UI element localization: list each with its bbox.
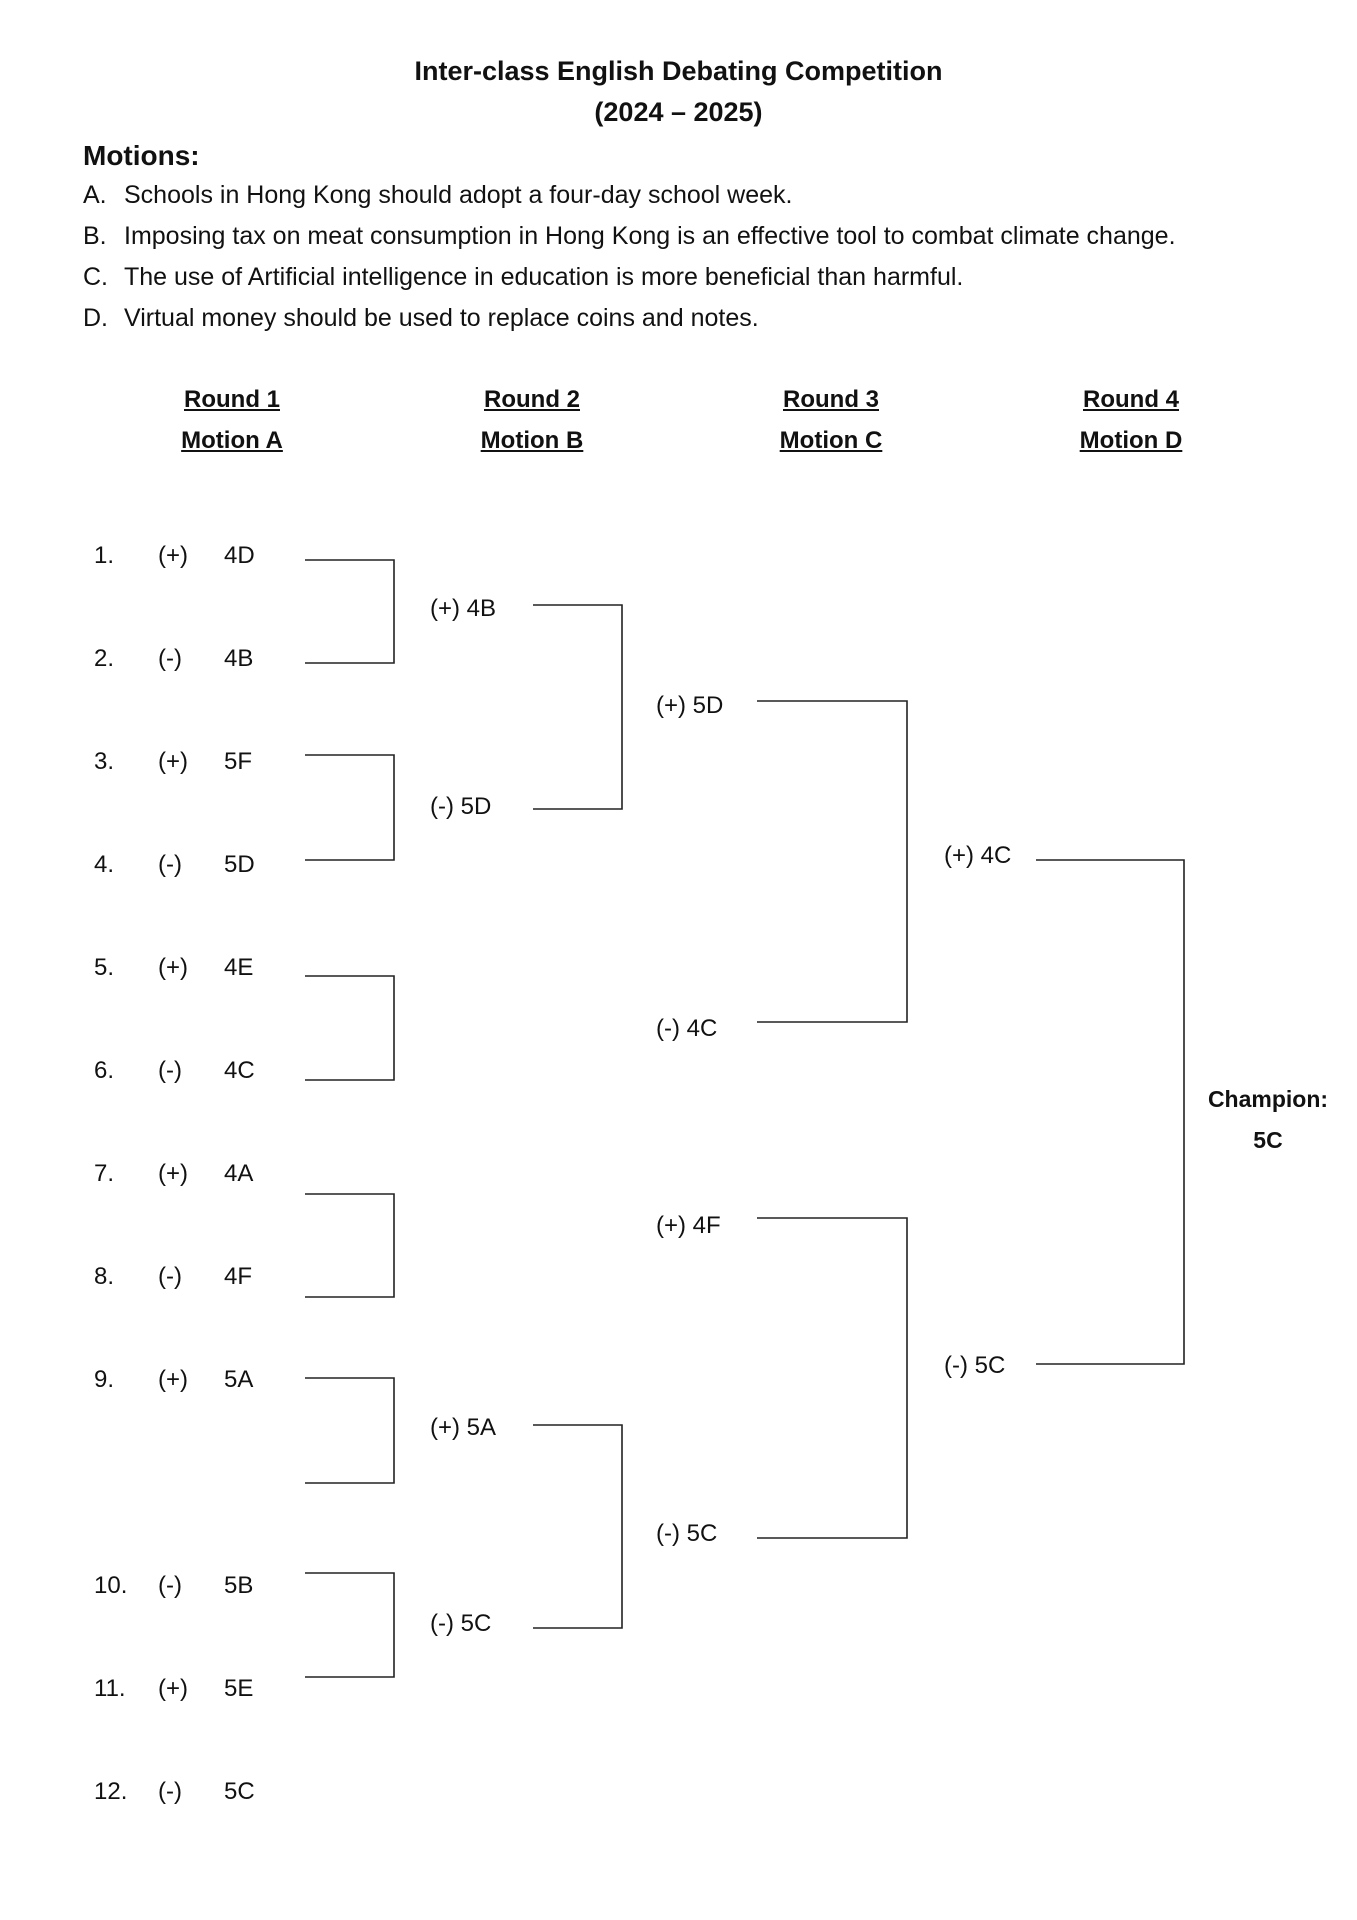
bracket-connector xyxy=(1036,859,1185,1365)
round3-slot-1: (+) 5D xyxy=(656,692,724,719)
entry-number: 5. xyxy=(94,954,115,981)
round2-slot-3: (+) 5A xyxy=(430,1414,497,1441)
round2-slot-1: (+) 4B xyxy=(430,595,497,622)
entry-number: 10. xyxy=(94,1572,128,1599)
entry-team: 5F xyxy=(224,748,253,775)
motion-text: Imposing tax on meat consumption in Hong… xyxy=(124,222,1176,250)
entry-team: 5E xyxy=(224,1675,254,1702)
entry-number: 7. xyxy=(94,1160,115,1187)
round-1-label: Round 1 xyxy=(184,386,280,413)
entry-team: 5C xyxy=(224,1778,255,1805)
entry-side: (-) xyxy=(158,1057,182,1084)
bracket-connector xyxy=(757,700,908,1023)
round-3-motion: Motion C xyxy=(779,427,883,454)
entry-team: 4F xyxy=(224,1263,253,1290)
entry-number: 2. xyxy=(94,645,115,672)
entry-number: 8. xyxy=(94,1263,115,1290)
bracket-connector xyxy=(305,559,395,664)
motion-text: Virtual money should be used to replace … xyxy=(124,304,759,332)
entry-side: (+) xyxy=(158,1366,188,1393)
champion-label: Champion: xyxy=(1207,1086,1329,1112)
bracket-connector xyxy=(305,754,395,861)
round3-slot-4: (-) 5C xyxy=(656,1520,718,1547)
entry-side: (+) xyxy=(158,542,188,569)
round-3-label: Round 3 xyxy=(783,386,879,413)
round2-slot-2: (-) 5D xyxy=(430,793,492,820)
entry-team: 4A xyxy=(224,1160,254,1187)
round-2-motion: Motion B xyxy=(480,427,584,454)
champion-team: 5C xyxy=(1253,1127,1283,1153)
bracket-connector xyxy=(757,1217,908,1539)
motion-text: Schools in Hong Kong should adopt a four… xyxy=(124,181,793,209)
entry-team: 4C xyxy=(224,1057,255,1084)
round2-slot-4: (-) 5C xyxy=(430,1610,492,1637)
document-title: Inter-class English Debating Competition xyxy=(414,56,943,86)
motion-letter: B. xyxy=(83,222,107,250)
entry-number: 9. xyxy=(94,1366,115,1393)
entry-side: (+) xyxy=(158,748,188,775)
entry-number: 3. xyxy=(94,748,115,775)
bracket-connector xyxy=(305,1193,395,1298)
bracket-connector xyxy=(533,604,623,810)
motion-letter: A. xyxy=(83,181,107,209)
round-2-label: Round 2 xyxy=(484,386,580,413)
entry-number: 1. xyxy=(94,542,115,569)
entry-team: 4E xyxy=(224,954,254,981)
bracket-connector xyxy=(305,975,395,1081)
bracket-connector xyxy=(533,1424,623,1629)
entry-number: 6. xyxy=(94,1057,115,1084)
entry-side: (-) xyxy=(158,1778,182,1805)
entry-number: 12. xyxy=(94,1778,128,1805)
document-year: (2024 – 2025) xyxy=(594,97,763,127)
round3-slot-3: (+) 4F xyxy=(656,1212,721,1239)
motions-heading: Motions: xyxy=(83,140,200,171)
bracket-connector xyxy=(305,1377,395,1484)
motion-a: A. Schools in Hong Kong should adopt a fo… xyxy=(83,181,792,210)
entry-side: (-) xyxy=(158,1263,182,1290)
round-1-motion: Motion A xyxy=(181,427,283,454)
entry-side: (+) xyxy=(158,954,188,981)
motion-c: C. The use of Artificial intelligence in … xyxy=(83,263,963,292)
entry-team: 4D xyxy=(224,542,255,569)
motion-text: The use of Artificial intelligence in ed… xyxy=(124,263,964,291)
entry-number: 4. xyxy=(94,851,115,878)
round-4-motion: Motion D xyxy=(1079,427,1183,454)
round4-slot-1: (+) 4C xyxy=(944,842,1012,869)
entry-side: (+) xyxy=(158,1160,188,1187)
entry-side: (+) xyxy=(158,1675,188,1702)
entry-team: 4B xyxy=(224,645,254,672)
round-4-label: Round 4 xyxy=(1083,386,1179,413)
entry-team: 5B xyxy=(224,1572,254,1599)
entry-side: (-) xyxy=(158,645,182,672)
motion-letter: D. xyxy=(83,304,108,332)
entry-number: 11. xyxy=(94,1675,126,1702)
entry-side: (-) xyxy=(158,851,182,878)
bracket-connector xyxy=(305,1572,395,1678)
round4-slot-2: (-) 5C xyxy=(944,1352,1006,1379)
motion-b: B. Imposing tax on meat consumption in Ho… xyxy=(83,222,1176,251)
motion-d: D. Virtual money should be used to replac… xyxy=(83,304,759,333)
round3-slot-2: (-) 4C xyxy=(656,1015,718,1042)
entry-team: 5A xyxy=(224,1366,254,1393)
entry-side: (-) xyxy=(158,1572,182,1599)
motion-letter: C. xyxy=(83,263,108,291)
entry-team: 5D xyxy=(224,851,255,878)
